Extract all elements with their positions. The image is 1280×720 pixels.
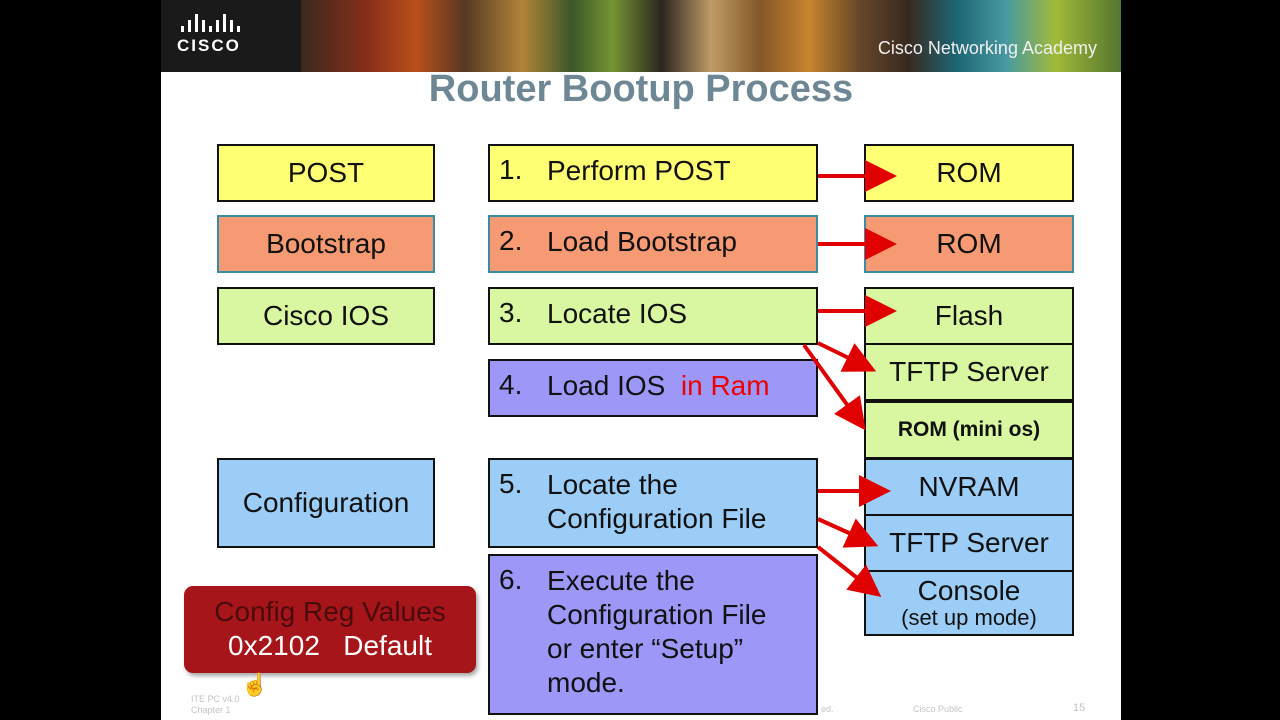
arrow-step3-tftp bbox=[817, 341, 877, 372]
step-4-text: Load IOS in Ram bbox=[547, 369, 770, 403]
source-console: Console (set up mode) bbox=[864, 570, 1074, 636]
step-6-number: 6. bbox=[499, 564, 523, 595]
cisco-logo-text: CISCO bbox=[177, 36, 241, 55]
step-6-line-4: mode. bbox=[547, 667, 625, 698]
step-2-text: Load Bootstrap bbox=[547, 226, 737, 257]
step-5-text: Locate the Configuration File bbox=[547, 468, 766, 536]
step-6-line-3: or enter “Setup” bbox=[547, 633, 744, 664]
step-5-line-2: Configuration File bbox=[547, 503, 767, 534]
step-5-number: 5. bbox=[499, 468, 523, 499]
academy-label: Cisco Networking Academy bbox=[877, 38, 1097, 58]
source-tftp-server-1: TFTP Server bbox=[864, 343, 1074, 401]
step-3-text: Locate IOS bbox=[547, 298, 688, 329]
page-title: Router Bootup Process bbox=[428, 68, 854, 110]
step-6-line-1: Execute the bbox=[547, 565, 695, 596]
source-rom-mini-os: ROM (mini os) bbox=[864, 401, 1074, 459]
step-4-number: 4. bbox=[499, 369, 523, 400]
footer: ITE PC v4.0 Chapter 1 ed. Cisco Public 1… bbox=[161, 690, 1121, 720]
cisco-logo-bars-icon bbox=[181, 14, 267, 32]
step-2-number: 2. bbox=[499, 225, 523, 256]
footer-chapter: Chapter 1 bbox=[191, 705, 231, 715]
step-3-number: 3. bbox=[499, 297, 523, 328]
stage-bootstrap: Bootstrap bbox=[217, 215, 435, 273]
stage-cisco-ios: Cisco IOS bbox=[217, 287, 435, 345]
step-5-line-1: Locate the bbox=[547, 469, 678, 500]
slide: CISCO Cisco Networking Academy Router Bo… bbox=[161, 0, 1121, 720]
footer-classification: Cisco Public bbox=[913, 704, 963, 714]
cisco-logo: CISCO bbox=[177, 14, 267, 62]
step-1: 1. Perform POST bbox=[488, 144, 818, 202]
config-reg-value: 0x2102 bbox=[228, 630, 320, 661]
config-reg-value-line: 0x2102 Default bbox=[184, 629, 476, 663]
step-6: 6. Execute the Configuration File or ent… bbox=[488, 554, 818, 715]
config-reg-label: Default bbox=[343, 630, 432, 661]
stage-configuration: Configuration bbox=[217, 458, 435, 548]
source-rom-1: ROM bbox=[864, 144, 1074, 202]
step-6-line-2: Configuration File bbox=[547, 599, 767, 630]
step-3: 3. Locate IOS bbox=[488, 287, 818, 345]
source-tftp-server-2: TFTP Server bbox=[864, 514, 1074, 572]
step-4-highlight: in Ram bbox=[680, 370, 770, 401]
footer-center-text: ed. bbox=[821, 704, 834, 714]
step-6-text: Execute the Configuration File or enter … bbox=[547, 564, 766, 700]
source-nvram: NVRAM bbox=[864, 458, 1074, 516]
stage-post: POST bbox=[217, 144, 435, 202]
step-4-label: Load IOS bbox=[547, 370, 666, 401]
footer-course: ITE PC v4.0 bbox=[191, 694, 240, 704]
source-console-sub: (set up mode) bbox=[901, 605, 1037, 630]
config-reg-title: Config Reg Values bbox=[214, 596, 446, 627]
step-2: 2. Load Bootstrap bbox=[488, 215, 818, 273]
hand-cursor-icon: ☝ bbox=[241, 672, 269, 697]
step-4: 4. Load IOS in Ram bbox=[488, 359, 818, 417]
banner: CISCO Cisco Networking Academy bbox=[161, 0, 1121, 72]
footer-page-number: 15 bbox=[1073, 702, 1086, 714]
step-5: 5. Locate the Configuration File bbox=[488, 458, 818, 548]
step-1-text: Perform POST bbox=[547, 155, 731, 186]
config-reg-callout: Config Reg Values 0x2102 Default bbox=[184, 586, 476, 673]
step-1-number: 1. bbox=[499, 154, 523, 185]
source-flash: Flash bbox=[864, 287, 1074, 345]
source-console-label: Console bbox=[917, 575, 1021, 606]
banner-photo-strip bbox=[301, 0, 1121, 72]
source-rom-2: ROM bbox=[864, 215, 1074, 273]
